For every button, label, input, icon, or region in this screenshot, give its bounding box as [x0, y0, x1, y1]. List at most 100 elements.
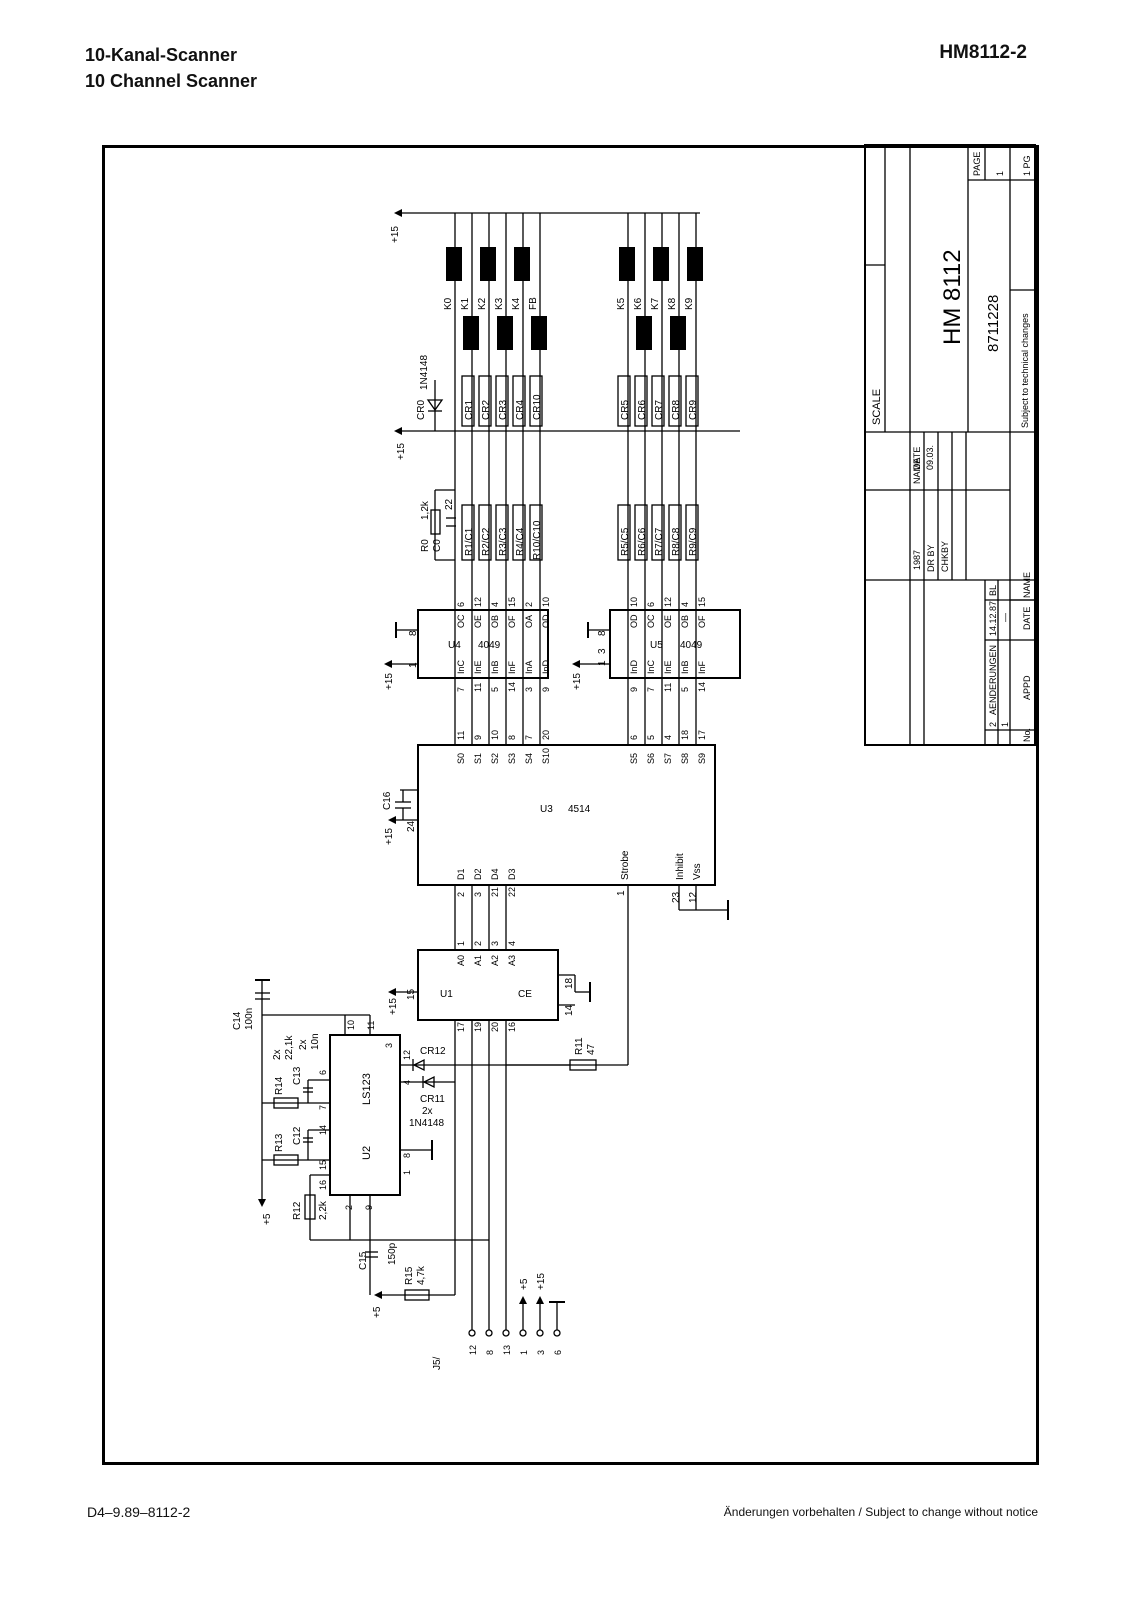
relay-k8 [670, 316, 686, 350]
r13-label: R13 [274, 1133, 285, 1152]
u1-pin18: 18 [564, 977, 575, 989]
u3-pin24: 24 [406, 820, 417, 832]
u3-pin-number: 4 [663, 735, 673, 740]
c13-value: 10n [310, 1033, 321, 1050]
relay-label: K1 [460, 297, 471, 310]
diode-label: CR4 [515, 400, 526, 420]
chip-u2: LS123 U2 C14 100n +5 R14 R13 C13 C12 2x … [232, 979, 570, 1318]
u4-pin1: 1 [408, 662, 419, 668]
u4-pin-number: 11 [473, 683, 483, 692]
u5-output-label: OF [697, 615, 707, 628]
change-row-1-no: 1 [1000, 722, 1010, 727]
u2-part: LS123 [361, 1073, 373, 1105]
pg-value: 1 PG [1022, 155, 1032, 176]
u4-pin-number: 14 [507, 682, 517, 692]
cr12-label: CR12 [420, 1046, 446, 1057]
diode-label: CR10 [532, 394, 543, 420]
j5-pin-number: 3 [536, 1350, 546, 1355]
c12-label: C12 [292, 1126, 303, 1145]
change-row-1-date: — [1000, 613, 1010, 622]
j5-pin-number: 12 [468, 1345, 478, 1355]
u4-name: U4 [448, 640, 461, 651]
u3-pin-number: 3 [473, 892, 483, 897]
r12-value: 2,2k [318, 1200, 329, 1220]
cr11-part: 1N4148 [409, 1118, 444, 1129]
u2-name: U2 [361, 1146, 373, 1160]
diode-label: CR7 [654, 400, 665, 420]
u2-pin-number: 3 [384, 1043, 394, 1048]
plus5-label: +5 [262, 1213, 273, 1225]
rc-label: R7/C7 [654, 527, 665, 556]
u4-pin-number: 7 [456, 687, 466, 692]
model-number: HM8112-2 [939, 42, 1027, 63]
u5-part: 4049 [680, 640, 703, 651]
u2-pin-number: 8 [402, 1153, 412, 1158]
rc-label: R2/C2 [481, 527, 492, 556]
r14-label: R14 [274, 1076, 285, 1095]
u2-pin-number: 12 [402, 1050, 412, 1060]
relay-k5 [619, 247, 635, 281]
draw-date: 09.03. [925, 445, 935, 470]
u1-pin-number: 19 [473, 1022, 483, 1032]
diodes: CR0 1N4148 CR1 CR2 CR3 CR4 CR10 CR5 CR6 … [416, 355, 699, 431]
j5-label: J5/ [432, 1356, 443, 1370]
name-label: NAME [912, 458, 922, 484]
connector-j5: +5 +15 J5/ [432, 1065, 565, 1370]
u4-part: 4049 [478, 640, 501, 651]
dr-by: DR BY [926, 544, 936, 572]
u4-pin-labels: 6OCInC712OEInE114OBInB515OFInF142OAInA31… [456, 597, 551, 692]
r15-label: R15 [404, 1266, 415, 1285]
u3-pin-labels: 11S09S110S28S37S420S106S55S64S718S817S9D… [456, 730, 707, 897]
relay-label: K0 [443, 297, 454, 310]
subject-note: Subject to technical changes [1020, 313, 1030, 428]
relay-fb [531, 316, 547, 350]
rc-label: R3/C3 [498, 527, 509, 556]
u5-output-label: OB [680, 615, 690, 628]
u4-input-label: InD [541, 659, 551, 674]
u4-pin-number: 12 [473, 597, 483, 607]
relay-k3 [497, 316, 513, 350]
change-row-2-date: 14.12.87 [988, 601, 998, 636]
u4-pin-number: 6 [456, 602, 466, 607]
plus5-label: +5 [519, 1278, 530, 1290]
u3-output-label: S9 [697, 753, 707, 764]
u3-output-label: S8 [680, 753, 690, 764]
u2-pin-number: 9 [364, 1205, 374, 1210]
c14-label: C14 [232, 1011, 243, 1030]
year: 1987 [912, 550, 922, 570]
u4-output-label: OC [456, 614, 466, 628]
u3-supply: +15 [384, 828, 395, 845]
relay-k4 [514, 247, 530, 281]
relay-k9 [687, 247, 703, 281]
title-english: 10 Channel Scanner [85, 71, 258, 91]
u4-input-label: InC [456, 659, 466, 674]
u3-output-label: S10 [541, 748, 551, 764]
u3-vss-pin: 12 [688, 891, 699, 903]
document-code: D4–9.89–8112-2 [87, 1504, 191, 1520]
rc-label: R8/C8 [671, 527, 682, 556]
u3-pin-number: 2 [456, 892, 466, 897]
cr0-label: CR0 [416, 400, 427, 420]
u5-input-label: InE [663, 660, 673, 674]
diode-label: CR9 [688, 400, 699, 420]
u5-pin-number: 12 [663, 597, 673, 607]
u3-pin-number: 11 [456, 731, 466, 740]
u4-pin-number: 2 [524, 602, 534, 607]
diode-label: CR8 [671, 400, 682, 420]
u5-pin-number: 7 [646, 687, 656, 692]
u5-input-label: InC [646, 659, 656, 674]
drawing-frame [102, 145, 1039, 1465]
u1-address-label: A1 [473, 955, 483, 966]
relay-k7 [653, 247, 669, 281]
rc-networks: R1/C1 R2/C2 R3/C3 R4/C4 R10/C10 R5/C5 R6… [420, 489, 699, 561]
relay-label: K8 [667, 297, 678, 310]
drawing-number: 8711228 [985, 295, 1002, 352]
u5-pin-number: 14 [697, 682, 707, 692]
u1-pin14: 14 [564, 1004, 575, 1016]
u4-pin8: 8 [408, 630, 419, 636]
diode-label: CR1 [464, 400, 475, 420]
u5-pin8: 8 [597, 630, 608, 636]
